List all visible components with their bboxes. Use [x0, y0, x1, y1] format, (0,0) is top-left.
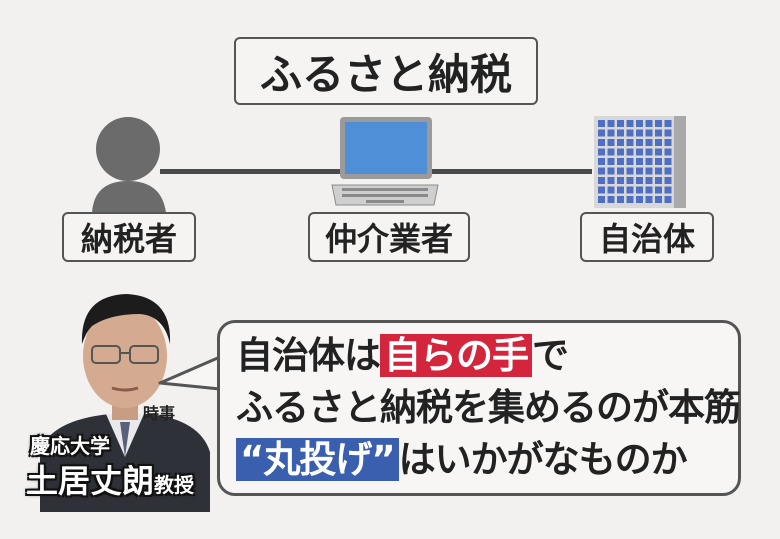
node-label-text: 自治体 — [598, 220, 695, 258]
quote-highlight-red: 自らの手 — [380, 334, 532, 377]
building-window — [598, 177, 605, 184]
building-window — [636, 139, 643, 146]
building-window — [664, 139, 672, 146]
building-window — [645, 129, 653, 137]
building-window — [598, 129, 605, 137]
building-window — [655, 196, 662, 203]
building-window — [636, 148, 643, 156]
quote-line-1: 自治体は自らの手で — [236, 334, 569, 377]
speech-bubble-tail — [158, 355, 221, 391]
building-window — [607, 139, 615, 146]
building-window — [655, 139, 662, 146]
building-window — [626, 158, 634, 165]
building-window — [626, 139, 634, 146]
building-window — [598, 186, 605, 194]
speaker-affiliation: 慶応大学 — [30, 434, 110, 458]
building-window — [598, 167, 605, 175]
building-window — [655, 177, 662, 184]
building-window — [617, 167, 624, 175]
building-window — [607, 129, 615, 137]
quote-line-3: “丸投げ”はいかがなものか — [236, 437, 688, 483]
node-label-text: 仲介業者 — [324, 220, 453, 258]
building-window — [636, 167, 643, 175]
speaker-name: 土居丈朗教授 — [26, 462, 195, 500]
building-window — [664, 177, 672, 184]
building-window — [617, 158, 624, 165]
laptop-icon — [331, 117, 439, 206]
building-window — [626, 129, 634, 137]
building-window — [645, 120, 653, 127]
building-window — [655, 158, 662, 165]
photo-credit: 時事 — [143, 404, 176, 423]
building-window — [655, 186, 662, 194]
building-window — [626, 120, 634, 127]
building-window — [655, 148, 662, 156]
building-window — [617, 129, 624, 137]
building-window — [664, 196, 672, 203]
building-window — [645, 196, 653, 203]
building-window — [617, 148, 624, 156]
building-window — [655, 129, 662, 137]
building-window — [636, 158, 643, 165]
building-window — [607, 158, 615, 165]
building-window — [607, 120, 615, 127]
building-window — [617, 186, 624, 194]
building-window — [664, 120, 672, 127]
building-window — [645, 177, 653, 184]
building-window — [617, 120, 624, 127]
node-label-municipality: 自治体 — [580, 212, 714, 262]
speaker-title: 教授 — [154, 473, 195, 497]
person-icon — [92, 117, 166, 213]
quote-highlight-blue: “丸投げ” — [236, 438, 399, 481]
building-window — [598, 148, 605, 156]
title-box: ふるさと納税 — [234, 37, 538, 105]
building-window — [664, 167, 672, 175]
building-window — [626, 186, 634, 194]
building-window — [636, 196, 643, 203]
building-window — [607, 167, 615, 175]
building-window — [664, 129, 672, 137]
building-icon — [594, 116, 686, 208]
building-window — [617, 196, 624, 203]
building-window — [626, 167, 634, 175]
diagram-title: ふるさと納税 — [259, 49, 512, 99]
node-label-text: 納税者 — [80, 220, 177, 258]
building-window — [655, 167, 662, 175]
building-window — [636, 186, 643, 194]
building-window — [645, 186, 653, 194]
building-window — [626, 196, 634, 203]
building-window — [626, 177, 634, 184]
building-window — [607, 186, 615, 194]
building-window — [598, 120, 605, 127]
building-window — [645, 167, 653, 175]
building-window — [626, 148, 634, 156]
building-window — [598, 196, 605, 203]
building-window — [645, 139, 653, 146]
building-window — [636, 120, 643, 127]
building-window — [664, 186, 672, 194]
building-window — [598, 158, 605, 165]
building-window — [655, 120, 662, 127]
building-window — [664, 158, 672, 165]
building-window — [645, 158, 653, 165]
building-window — [598, 139, 605, 146]
node-label-broker: 仲介業者 — [308, 212, 470, 262]
node-label-taxpayer: 納税者 — [62, 212, 196, 262]
quote-line-2: ふるさと納税を集めるのが本筋 — [236, 386, 741, 429]
building-window — [636, 177, 643, 184]
building-window — [664, 148, 672, 156]
building-window — [617, 177, 624, 184]
quote-bubble: 自治体は自らの手で ふるさと納税を集めるのが本筋 “丸投げ”はいかがなものか — [217, 320, 741, 496]
building-window — [617, 139, 624, 146]
building-window — [607, 196, 615, 203]
building-window — [607, 148, 615, 156]
building-window — [636, 129, 643, 137]
building-window — [607, 177, 615, 184]
speaker-portrait — [40, 294, 210, 512]
building-window — [645, 148, 653, 156]
